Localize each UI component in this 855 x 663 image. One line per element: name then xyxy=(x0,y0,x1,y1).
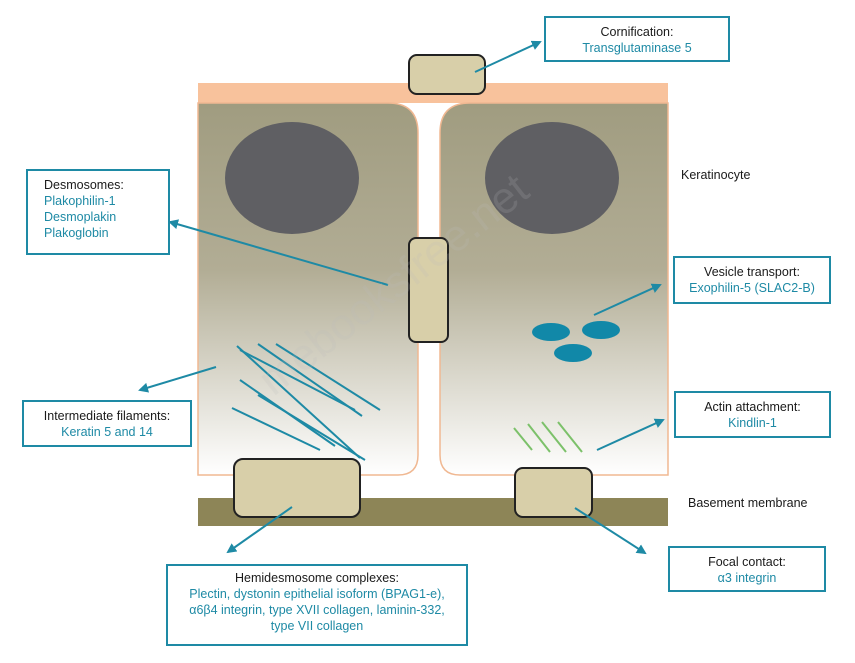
right-nucleus xyxy=(485,122,619,234)
vesicle-item: Exophilin-5 (SLAC2-B) xyxy=(689,281,815,295)
hemidesmosome-item: α6β4 integrin, type XVII collagen, lamin… xyxy=(189,603,445,617)
vesicle-box: Vesicle transport: Exophilin-5 (SLAC2-B) xyxy=(673,256,831,304)
desmosomes-item: Plakoglobin xyxy=(44,226,109,240)
left-nucleus xyxy=(225,122,359,234)
desmosomes-title: Desmosomes: xyxy=(44,178,124,192)
focal-item: α3 integrin xyxy=(717,571,777,585)
pointer-arrows xyxy=(138,40,665,555)
actin-title: Actin attachment: xyxy=(704,400,801,414)
cornification-item: Transglutaminase 5 xyxy=(582,41,692,55)
intermediate-item: Keratin 5 and 14 xyxy=(61,425,153,439)
intermediate-title: Intermediate filaments: xyxy=(43,409,171,423)
desmosome-block xyxy=(408,237,449,343)
intermediate-box: Intermediate filaments: Keratin 5 and 14 xyxy=(22,400,192,447)
hemidesmosome-item: Plectin, dystonin epithelial isoform (BP… xyxy=(189,587,445,601)
hemidesmosome-box: Hemidesmosome complexes: Plectin, dyston… xyxy=(166,564,468,646)
focal-box: Focal contact: α3 integrin xyxy=(668,546,826,592)
desmosomes-item: Plakophilin-1 xyxy=(44,194,116,208)
keratinocyte-label: Keratinocyte xyxy=(681,168,751,182)
desmosomes-item: Desmoplakin xyxy=(44,210,117,224)
cornification-title: Cornification: xyxy=(600,25,674,39)
cornification-box: Cornification: Transglutaminase 5 xyxy=(544,16,730,62)
cornification-block xyxy=(408,54,486,95)
actin-filaments xyxy=(513,421,583,453)
hemidesmosome-item: type VII collagen xyxy=(270,619,364,633)
vesicle-title: Vesicle transport: xyxy=(704,265,800,279)
basement-membrane-label: Basement membrane xyxy=(688,496,808,510)
hemidesmosome-block xyxy=(233,458,361,518)
vesicles xyxy=(532,321,620,362)
intermediate-filaments xyxy=(231,343,381,461)
focal-title: Focal contact: xyxy=(708,555,786,569)
focal-contact-block xyxy=(514,467,593,518)
hemidesmosome-title: Hemidesmosome complexes: xyxy=(235,571,399,585)
actin-box: Actin attachment: Kindlin-1 xyxy=(674,391,831,438)
desmosomes-box: Desmosomes: Plakophilin-1 Desmoplakin Pl… xyxy=(26,169,170,255)
actin-item: Kindlin-1 xyxy=(728,416,777,430)
